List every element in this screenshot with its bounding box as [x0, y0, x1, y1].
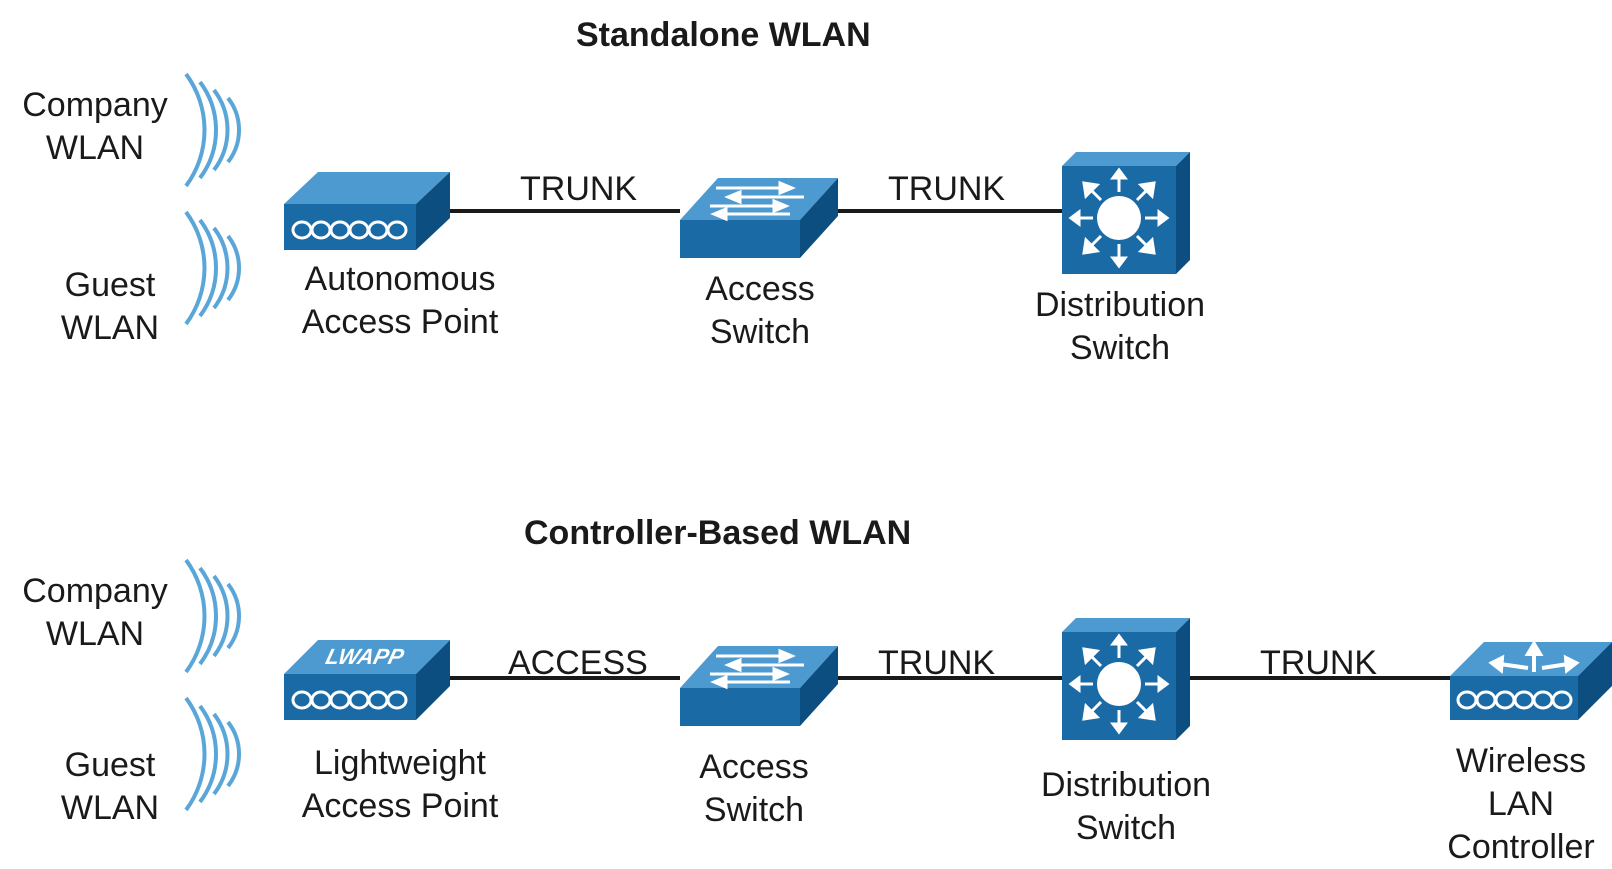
distribution-switch-icon [1062, 152, 1190, 274]
trunk-label-3: TRUNK [878, 644, 996, 682]
guest-wlan-label-2-line-2: WLAN [60, 789, 160, 827]
lightweight-ap-icon: LWAPP [284, 640, 450, 720]
access-switch-label: Access Switch [670, 268, 850, 354]
company-wlan-label-2: Company WLAN [10, 570, 180, 656]
company-wlan-label-2-line-2: WLAN [45, 615, 145, 653]
wireless-lan-controller-label: Wireless LAN Controller [1430, 740, 1612, 869]
company-wlan-waves-icon [184, 72, 242, 188]
guest-wlan-label-2: Guest WLAN [40, 744, 180, 830]
guest-wlan-waves-icon-2 [184, 696, 242, 812]
access-switch-label-2: Access Switch [664, 746, 844, 832]
lwapp-badge: LWAPP [323, 644, 406, 669]
trunk-label-1: TRUNK [520, 170, 638, 208]
controller-based-wlan-title: Controller-Based WLAN [524, 514, 912, 552]
guest-wlan-label-2-line-1: Guest [64, 746, 156, 784]
distribution-switch-label: Distribution Switch [1020, 284, 1220, 370]
controller-label-line-3: Controller [1447, 828, 1595, 866]
company-wlan-label-line-2: WLAN [45, 129, 145, 167]
guest-wlan-label-line-1: Guest [64, 266, 156, 304]
access-switch-icon-2 [680, 646, 838, 726]
access-switch-label-line-2: Switch [709, 313, 811, 351]
lightweight-ap-label-line-1: Lightweight [313, 744, 486, 782]
distribution-switch-label-line-1: Distribution [1034, 286, 1206, 324]
controller-label-line-1: Wireless [1455, 742, 1587, 780]
access-label: ACCESS [508, 644, 648, 682]
distribution-switch-icon-2 [1062, 618, 1190, 740]
access-switch-label-2-line-2: Switch [703, 791, 805, 829]
company-wlan-label: Company WLAN [10, 84, 180, 170]
guest-wlan-label: Guest WLAN [40, 264, 180, 350]
distribution-switch-label-line-2: Switch [1069, 329, 1171, 367]
autonomous-ap-label-line-1: Autonomous [304, 260, 496, 298]
guest-wlan-label-line-2: WLAN [60, 309, 160, 347]
access-switch-icon [680, 178, 838, 258]
trunk-label-4: TRUNK [1260, 644, 1378, 682]
distribution-switch-label-2: Distribution Switch [1026, 764, 1226, 850]
access-switch-label-2-line-1: Access [699, 748, 809, 786]
distribution-switch-label-2-line-1: Distribution [1040, 766, 1212, 804]
company-wlan-waves-icon-2 [184, 558, 242, 674]
autonomous-ap-icon [284, 172, 450, 250]
controller-label-line-2: LAN [1487, 785, 1555, 823]
company-wlan-label-line-1: Company [22, 86, 168, 124]
wireless-lan-controller-icon [1450, 640, 1612, 720]
access-switch-label-line-1: Access [705, 270, 815, 308]
trunk-label-2: TRUNK [888, 170, 1006, 208]
lightweight-ap-label: Lightweight Access Point [280, 742, 520, 828]
autonomous-ap-label-line-2: Access Point [301, 303, 499, 341]
lightweight-ap-label-line-2: Access Point [301, 787, 499, 825]
distribution-switch-label-2-line-2: Switch [1075, 809, 1177, 847]
autonomous-ap-label: Autonomous Access Point [280, 258, 520, 344]
company-wlan-label-2-line-1: Company [22, 572, 168, 610]
guest-wlan-waves-icon [184, 210, 242, 326]
standalone-wlan-title: Standalone WLAN [576, 16, 871, 54]
